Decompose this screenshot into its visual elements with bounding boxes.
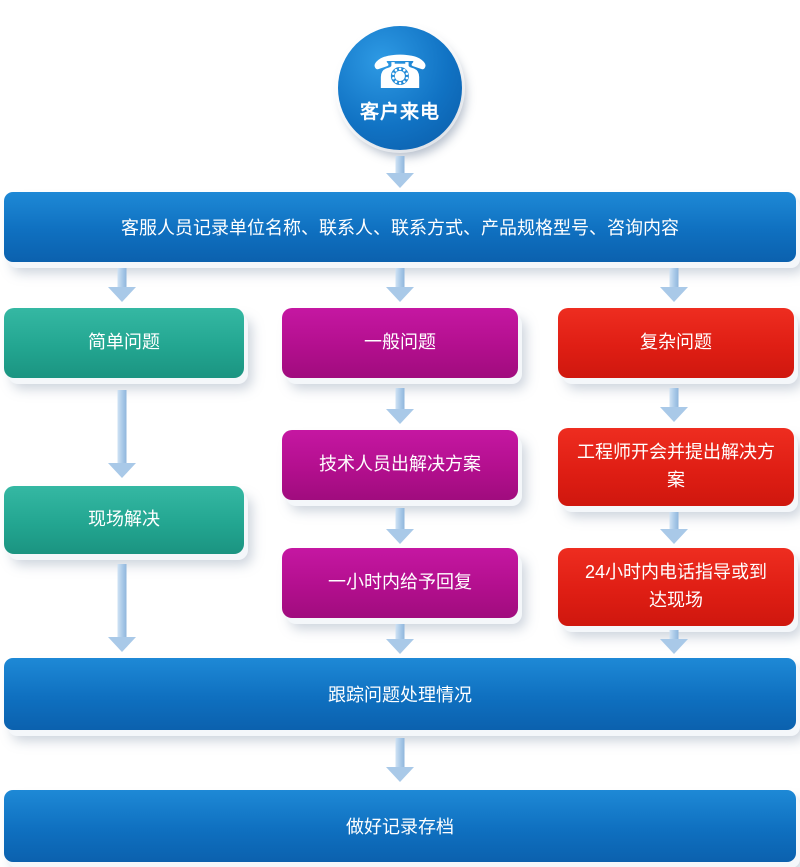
record-info-bar: 客服人员记录单位名称、联系人、联系方式、产品规格型号、咨询内容 bbox=[4, 192, 796, 262]
flow-arrow bbox=[386, 738, 414, 782]
archive-record-bar: 做好记录存档 bbox=[4, 790, 796, 862]
flow-arrow bbox=[660, 512, 688, 544]
reply-one-hour-box: 一小时内给予回复 bbox=[282, 548, 518, 618]
flow-arrow bbox=[386, 624, 414, 654]
track-progress-bar: 跟踪问题处理情况 bbox=[4, 658, 796, 730]
flow-arrow bbox=[108, 268, 136, 302]
flow-arrow bbox=[660, 268, 688, 302]
start-node-customer-call: ☎ 客户来电 bbox=[338, 26, 462, 150]
flow-arrow bbox=[386, 388, 414, 424]
general-question-label: 一般问题 bbox=[364, 332, 436, 353]
phone-guide-24h-box: 24小时内电话指导或到达现场 bbox=[558, 548, 794, 626]
flow-arrow bbox=[386, 156, 414, 188]
onsite-solve-box: 现场解决 bbox=[4, 486, 244, 554]
simple-question-label: 简单问题 bbox=[88, 332, 160, 353]
engineer-meeting-box: 工程师开会并提出解决方案 bbox=[558, 428, 794, 506]
complex-question-label: 复杂问题 bbox=[640, 332, 712, 353]
engineer-meeting-label: 工程师开会并提出解决方案 bbox=[577, 442, 775, 490]
flow-arrow bbox=[386, 508, 414, 544]
tech-solution-box: 技术人员出解决方案 bbox=[282, 430, 518, 500]
flow-arrow bbox=[660, 388, 688, 422]
start-node-label: 客户来电 bbox=[359, 101, 440, 123]
phone-guide-24h-label: 24小时内电话指导或到达现场 bbox=[584, 562, 768, 610]
record-info-label: 客服人员记录单位名称、联系人、联系方式、产品规格型号、咨询内容 bbox=[121, 218, 679, 238]
general-question-box: 一般问题 bbox=[282, 308, 518, 378]
onsite-solve-label: 现场解决 bbox=[88, 509, 160, 530]
reply-one-hour-label: 一小时内给予回复 bbox=[328, 572, 472, 593]
flow-arrow bbox=[386, 268, 414, 302]
track-progress-label: 跟踪问题处理情况 bbox=[328, 685, 472, 705]
tech-solution-label: 技术人员出解决方案 bbox=[319, 454, 481, 475]
phone-icon: ☎ bbox=[371, 45, 429, 98]
complex-question-box: 复杂问题 bbox=[558, 308, 794, 378]
flow-arrow bbox=[108, 564, 136, 652]
flow-arrow bbox=[108, 390, 136, 478]
flow-arrow bbox=[660, 630, 688, 654]
simple-question-box: 简单问题 bbox=[4, 308, 244, 378]
archive-record-label: 做好记录存档 bbox=[346, 817, 454, 837]
